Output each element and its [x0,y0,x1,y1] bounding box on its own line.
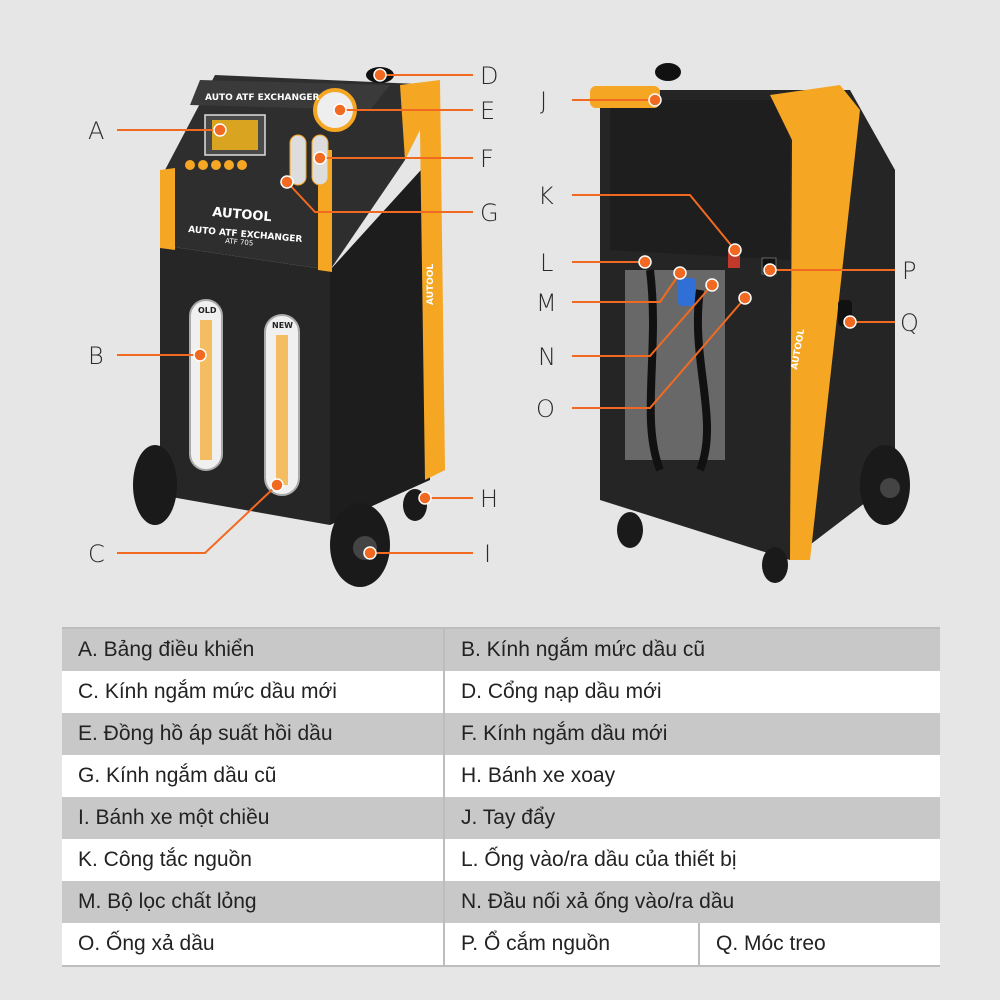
callout-o: O [536,395,555,423]
table-row: K. Công tắc nguồn L. Ống vào/ra dầu của t… [62,839,940,881]
table-cell: A. Bảng điều khiển [62,629,445,671]
callout-c: C [88,540,105,568]
table-cell: B. Kính ngắm mức dầu cũ [461,638,706,661]
table-row: C. Kính ngắm mức dầu mới D. Cổng nạp dầu … [62,671,940,713]
table-cell: E. Đồng hồ áp suất hồi dầu [62,713,445,755]
table-cell: C. Kính ngắm mức dầu mới [62,671,445,713]
callout-h: H [480,485,498,513]
table-cell: M. Bộ lọc chất lỏng [62,881,445,923]
table-cell: F. Kính ngắm dầu mới [461,722,668,745]
table-row: I. Bánh xe một chiều J. Tay đẩy [62,797,940,839]
table-cell: D. Cổng nạp dầu mới [461,680,662,703]
front-model-text: ATF 705 [225,237,254,247]
front-brand-text: AUTOOL [212,205,273,225]
callout-n: N [538,343,556,371]
side-brand-text: AUTOOL [426,264,436,305]
callout-i: I [484,540,491,568]
callout-b: B [88,342,104,370]
product-diagram: AUTO ATF EXCHANGER AUTOOL AUTO ATF EXCHA… [88,62,919,587]
leader-lines [117,68,895,560]
table-row: E. Đồng hồ áp suất hồi dầu F. Kính ngắm d… [62,713,940,755]
table-cell: N. Đầu nối xả ống vào/ra dầu [461,890,735,913]
callout-g: G [480,199,499,227]
new-label: NEW [272,321,293,330]
table-row: M. Bộ lọc chất lỏng N. Đầu nối xả ống vào… [62,881,940,923]
front-machine: AUTO ATF EXCHANGER AUTOOL AUTO ATF EXCHA… [133,67,445,587]
table-cell: J. Tay đẩy [461,806,556,829]
table-cell: K. Công tắc nguồn [62,839,445,881]
table-cell: P. Ổ cắm nguồn [445,923,700,965]
callout-d: D [480,62,498,90]
callout-p: P [902,257,916,285]
back-machine: AUTOOL [590,63,910,583]
callout-letters: A B C D E F G H I J K L M N O P Q [88,62,919,568]
table-cell: Q. Móc treo [716,932,826,955]
table-cell: G. Kính ngắm dầu cũ [62,755,445,797]
callout-k: K [538,182,554,210]
legend-table: A. Bảng điều khiển B. Kính ngắm mức dầu c… [62,627,940,967]
callout-m: M [536,289,557,317]
table-row: A. Bảng điều khiển B. Kính ngắm mức dầu c… [62,629,940,671]
old-label: OLD [198,306,217,315]
table-cell: O. Ống xả dầu [62,923,445,965]
table-row: G. Kính ngắm dầu cũ H. Bánh xe xoay [62,755,940,797]
callout-f: F [480,145,494,173]
table-cell: H. Bánh xe xoay [461,764,616,787]
callout-a: A [88,117,104,145]
callout-q: Q [900,309,919,337]
panel-product-text: AUTO ATF EXCHANGER [205,93,320,103]
table-cell: L. Ống vào/ra dầu của thiết bị [461,848,737,871]
callout-e: E [480,97,495,125]
callout-j: J [540,87,547,115]
table-cell: I. Bánh xe một chiều [62,797,445,839]
callout-l: L [540,249,553,277]
